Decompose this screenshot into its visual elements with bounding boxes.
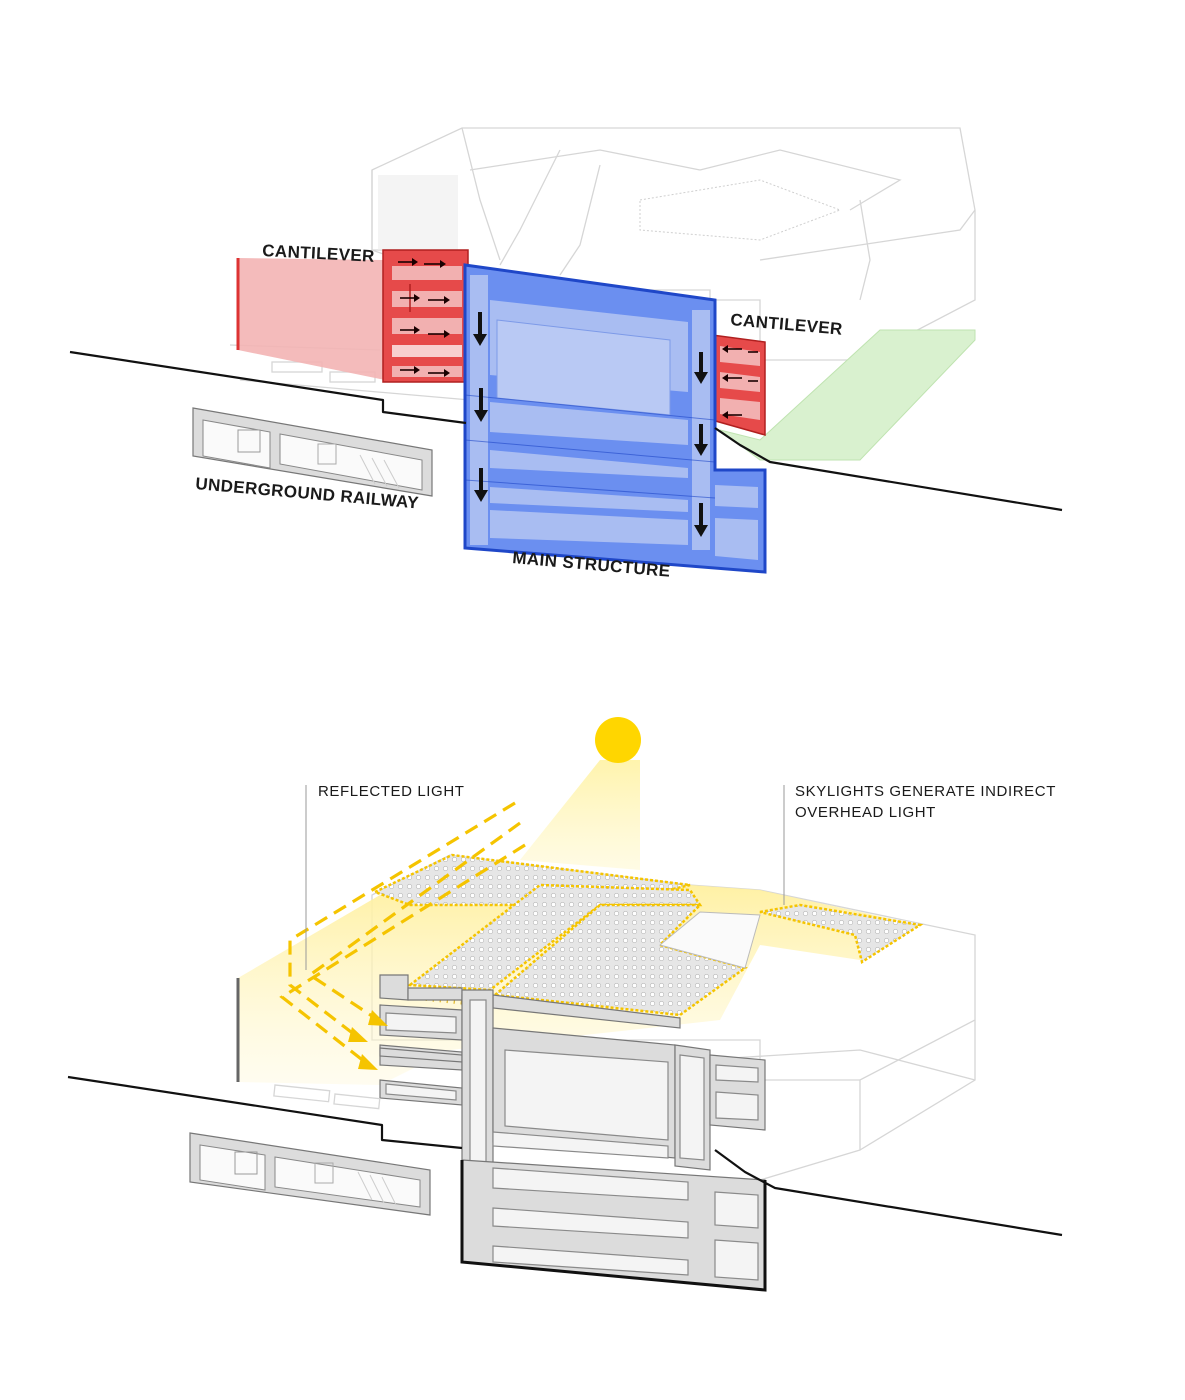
load-arrows	[473, 312, 708, 537]
reflected-light-label: REFLECTED LIGHT	[318, 783, 465, 800]
sun-beam	[520, 760, 640, 870]
structure-diagram: CANTILEVER CANTILEVER UNDERGROUND RAILWA…	[69, 127, 1063, 581]
underground-railway-box	[192, 407, 433, 497]
cantilever-left-frame	[382, 249, 469, 383]
skylights-label-line1: SKYLIGHTS GENERATE INDIRECT	[795, 783, 1056, 800]
section-building	[379, 974, 767, 1292]
ground-line-top-right	[714, 427, 1063, 512]
reflected-light-arrowheads	[348, 1010, 388, 1070]
cantilever-right-label: CANTILEVER	[730, 310, 844, 339]
cantilever-left-arrows	[398, 258, 450, 377]
skylight-roof	[371, 853, 924, 1027]
reflected-light-arrows	[279, 801, 526, 1064]
main-structure	[463, 263, 767, 574]
ground-line-bottom-right	[714, 1149, 1063, 1237]
skylights-label-line2: OVERHEAD LIGHT	[795, 804, 936, 821]
underground-railway-box-bottom	[189, 1132, 431, 1216]
ground-line-top	[69, 350, 467, 425]
landscape-strip	[719, 329, 976, 461]
cantilever-right-frame	[711, 334, 766, 436]
cantilever-right-arrows	[722, 345, 758, 419]
ground-line-bottom	[67, 1075, 463, 1150]
sun-icon	[595, 717, 641, 763]
cantilever-left-wall	[238, 258, 385, 380]
daylight-diagram: REFLECTED LIGHT SKYLIGHTS GENERATE INDIR…	[67, 717, 1063, 1292]
